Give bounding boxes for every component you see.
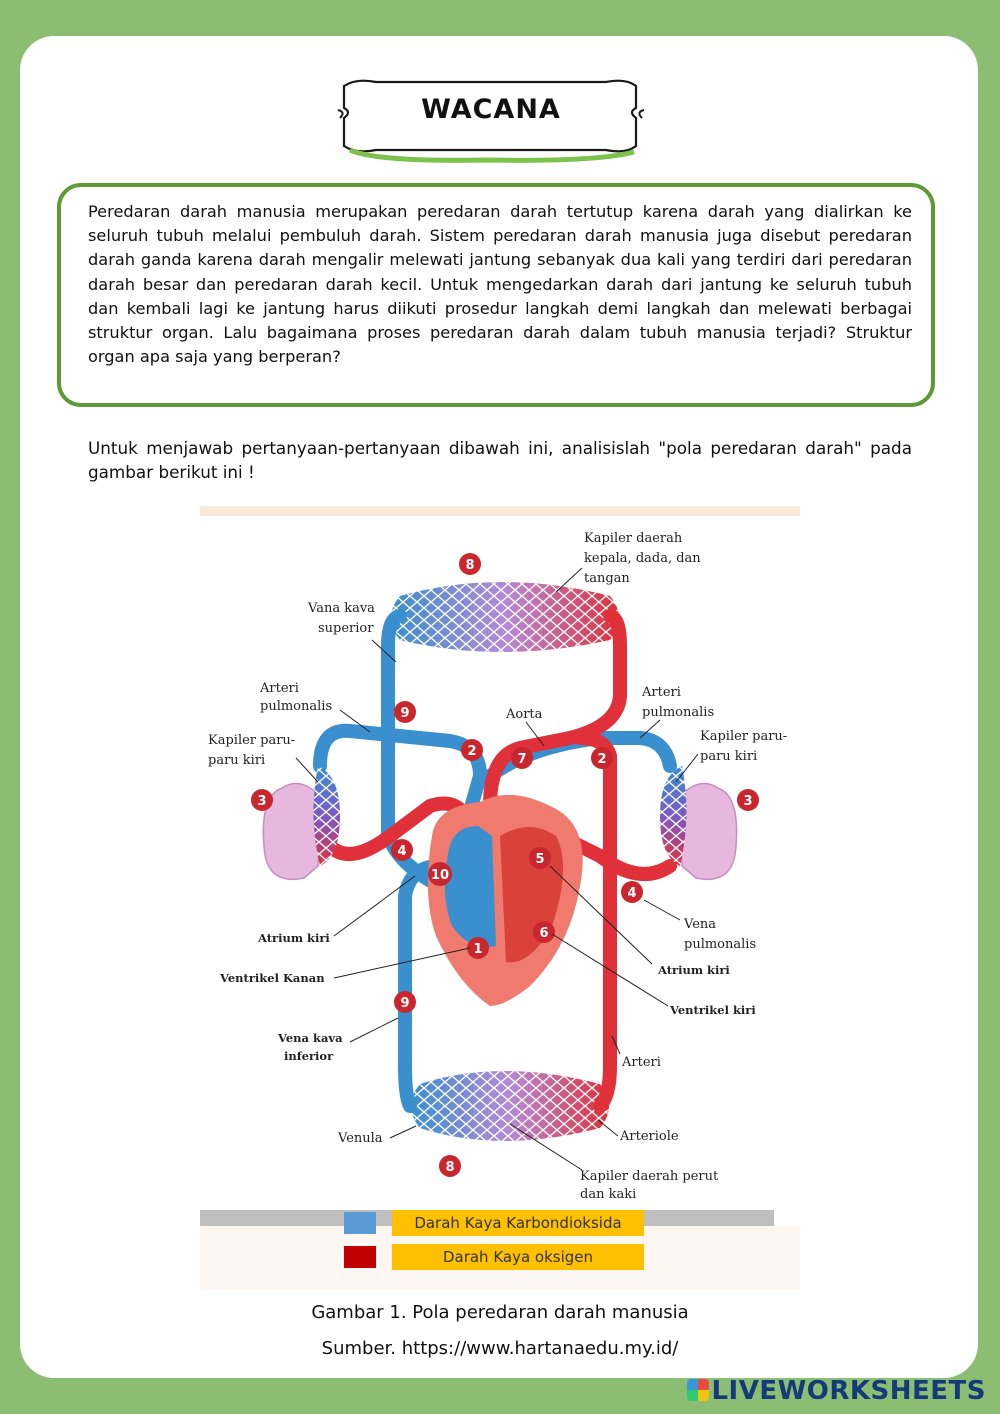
marker-3-left: 3 [251, 789, 273, 811]
figure-source: Sumber. https://www.hartanaedu.my.id/ [321, 1338, 679, 1359]
label-arteri: Arteri [621, 1055, 661, 1070]
marker-3-right: 3 [737, 789, 759, 811]
marker-7: 7 [511, 747, 533, 769]
lower-capillary-bed [411, 1071, 609, 1141]
marker-4-left: 4 [391, 839, 413, 861]
marker-10: 10 [428, 862, 452, 886]
svg-text:7: 7 [517, 752, 526, 767]
passage-frame [57, 183, 935, 407]
label-atrium-kiri-right: Atrium kiri [657, 963, 730, 977]
brand-text: LIVEWORKSHEETS [711, 1376, 986, 1406]
marker-9-top: 9 [394, 701, 416, 723]
marker-2-right: 2 [591, 747, 613, 769]
label-arteri-pulmonalis-kiri-1: Arteri [259, 681, 299, 696]
leader-lines [295, 567, 699, 1171]
label-vena-kava-superior-2: superior [318, 621, 374, 636]
svg-text:8: 8 [465, 558, 474, 573]
label-vena-pulmonalis-1: Vena [683, 917, 716, 932]
marker-6: 6 [533, 921, 555, 943]
legend-swatch-blue [344, 1212, 376, 1234]
legend-label-o2: Darah Kaya oksigen [443, 1248, 593, 1266]
svg-text:3: 3 [743, 794, 752, 809]
svg-text:4: 4 [397, 844, 406, 859]
svg-text:2: 2 [467, 744, 476, 759]
svg-text:3: 3 [257, 794, 266, 809]
marker-8-top: 8 [459, 553, 481, 575]
marker-4-right: 4 [621, 881, 643, 903]
right-lung-capillaries [660, 766, 687, 866]
label-arteri-pulmonalis-kanan-1: Arteri [641, 685, 681, 700]
left-lung-capillaries [313, 766, 340, 866]
marker-5: 5 [529, 847, 551, 869]
label-atrium-kiri: Atrium kiri [257, 931, 330, 945]
legend: Darah Kaya Karbondioksida Darah Kaya oks… [200, 1210, 800, 1290]
label-arteri-pulmonalis-kanan-2: pulmonalis [642, 705, 714, 720]
legend-swatch-red [344, 1246, 376, 1268]
label-kapiler-atas-3: tangan [584, 571, 630, 586]
right-lung [679, 782, 738, 880]
svg-text:9: 9 [400, 706, 409, 721]
heart [427, 794, 583, 1006]
upper-capillary-bed [391, 582, 619, 652]
label-arteri-pulmonalis-kiri-2: pulmonalis [260, 699, 332, 714]
marker-1: 1 [467, 937, 489, 959]
legend-label-co2: Darah Kaya Karbondioksida [414, 1214, 621, 1232]
label-arteriole: Arteriole [619, 1129, 679, 1144]
svg-text:6: 6 [539, 926, 548, 941]
svg-text:8: 8 [445, 1160, 454, 1175]
title-banner: WACANA [336, 72, 646, 164]
circulation-diagram: 8 9 2 7 2 3 3 4 10 5 6 1 4 9 8 [200, 506, 800, 1290]
label-ventrikel-kiri: Ventrikel kiri [669, 1003, 756, 1017]
label-vena-kava-inferior-2: inferior [284, 1049, 334, 1063]
label-vena-kava-inferior-1: Vena kava [277, 1031, 343, 1045]
svg-text:4: 4 [627, 886, 636, 901]
label-kapiler-atas-1: Kapiler daerah [584, 531, 683, 546]
label-venula: Venula [337, 1131, 383, 1146]
label-vena-kava-superior-1: Vana kava [307, 601, 375, 616]
svg-text:2: 2 [597, 752, 606, 767]
figure-caption: Gambar 1. Pola peredaran darah manusia [311, 1302, 689, 1323]
label-kapiler-paru-kiri-1: Kapiler paru- [208, 733, 295, 748]
marker-2-left: 2 [461, 739, 483, 761]
svg-text:9: 9 [400, 996, 409, 1011]
marker-9-bottom: 9 [394, 991, 416, 1013]
marker-8-bottom: 8 [439, 1155, 461, 1177]
label-kapiler-bawah-1: Kapiler daerah perut [580, 1169, 719, 1184]
label-kapiler-paru-kanan-1: Kapiler paru- [700, 729, 787, 744]
svg-text:5: 5 [535, 852, 544, 867]
label-kapiler-atas-2: kepala, dada, dan [584, 551, 701, 566]
label-aorta: Aorta [505, 707, 543, 722]
label-kapiler-bawah-2: dan kaki [580, 1187, 636, 1202]
instruction-text: Untuk menjawab pertanyaan-pertanyaan dib… [88, 438, 912, 482]
banner-scroll-shape [337, 79, 645, 163]
svg-text:10: 10 [431, 868, 449, 883]
reading-passage: Peredaran darah manusia merupakan pereda… [88, 202, 912, 367]
liveworksheets-logo: LIVEWORKSHEETS [687, 1376, 986, 1406]
label-vena-pulmonalis-2: pulmonalis [684, 937, 756, 952]
label-kapiler-paru-kanan-2: paru kiri [700, 749, 757, 764]
label-kapiler-paru-kiri-2: paru kiri [208, 753, 265, 768]
liveworksheets-logo-icon [687, 1379, 710, 1401]
svg-text:1: 1 [473, 942, 482, 957]
page-title: WACANA [421, 94, 561, 125]
label-ventrikel-kanan: Ventrikel Kanan [219, 971, 325, 985]
